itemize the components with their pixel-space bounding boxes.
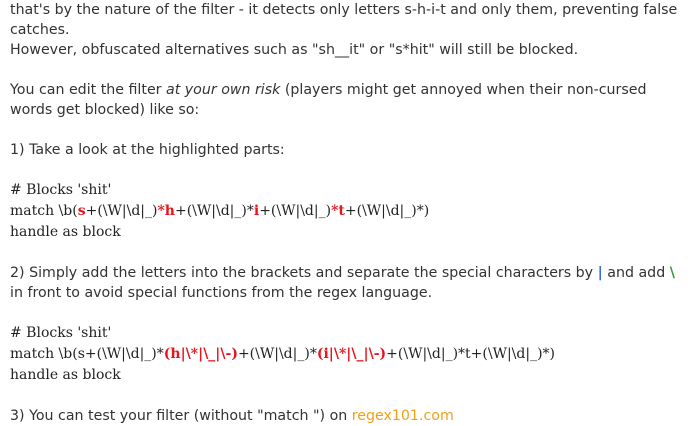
code-block-2: # Blocks 'shit' match \b(s+(\W|\d|_)*(h|… [10, 323, 690, 386]
code-block-1: # Blocks 'shit' match \b(s+(\W|\d|_)*h+(… [10, 180, 690, 243]
edit-text-after: (players might get annoyed when their no… [10, 82, 652, 118]
spacer [10, 160, 690, 180]
code-2-suffix: +(\W|\d|_)*t+(\W|\d|_)*) [386, 346, 555, 362]
code-1-comment: # Blocks 'shit' [10, 182, 112, 198]
code-1-highlight-star: * [157, 203, 165, 219]
step-2-text: 2) Simply add the letters into the brack… [10, 263, 690, 303]
edit-paragraph: You can edit the filter at your own risk… [10, 80, 690, 120]
spacer [10, 303, 690, 323]
code-1-handle: handle as block [10, 224, 121, 240]
step-2-pipe: | [597, 265, 603, 281]
step-3-before: 3) You can test your filter (without "ma… [10, 408, 352, 424]
edit-text-before: You can edit the filter [10, 82, 167, 98]
intro-line-1: that's by the nature of the filter - it … [10, 2, 682, 38]
code-1-seg3: +(\W|\d|_) [259, 203, 332, 219]
code-2-comment: # Blocks 'shit' [10, 325, 112, 341]
step-3-text: 3) You can test your filter (without "ma… [10, 406, 690, 426]
code-1-seg1: +(\W|\d|_) [85, 203, 158, 219]
regex101-link[interactable]: regex101.com [351, 408, 454, 424]
step-2-backslash: \ [669, 265, 675, 281]
code-1-highlight-t: t [338, 203, 345, 219]
code-1-seg2: +(\W|\d|_)* [174, 203, 254, 219]
code-2-mid: +(\W|\d|_)* [237, 346, 317, 362]
spacer [10, 243, 690, 263]
intro-line-2: However, obfuscated alternatives such as… [10, 42, 579, 58]
code-1-highlight-h: h [164, 203, 175, 219]
code-1-highlight-star-2: * [331, 203, 339, 219]
code-2-handle: handle as block [10, 367, 121, 383]
code-1-seg4: +(\W|\d|_)*) [344, 203, 430, 219]
step-1-text: 1) Take a look at the highlighted parts: [10, 142, 285, 158]
code-1-match-line: match \b(s+(\W|\d|_)*h+(\W|\d|_)*i+(\W|\… [10, 201, 690, 222]
code-2-highlight-group-h: (h|\*|\_|\-) [163, 346, 238, 362]
code-1-highlight-s: s [77, 203, 86, 219]
code-1-highlight-i: i [253, 203, 260, 219]
code-2-highlight-group-i: (i|\*|\_|\-) [316, 346, 387, 362]
edit-emphasis: at your own risk [166, 82, 281, 98]
step-2-after: in front to avoid special functions from… [10, 265, 680, 301]
post-content: that's by the nature of the filter - it … [10, 0, 690, 426]
step-2-before: 2) Simply add the letters into the brack… [10, 265, 598, 281]
step-2-mid: and add [602, 265, 670, 281]
code-2-match-line: match \b(s+(\W|\d|_)*(h|\*|\_|\-)+(\W|\d… [10, 344, 690, 365]
code-2-prefix: match \b(s+(\W|\d|_)* [10, 346, 164, 362]
spacer [10, 120, 690, 140]
spacer [10, 60, 690, 80]
spacer [10, 386, 690, 406]
code-1-prefix: match \b( [10, 203, 78, 219]
